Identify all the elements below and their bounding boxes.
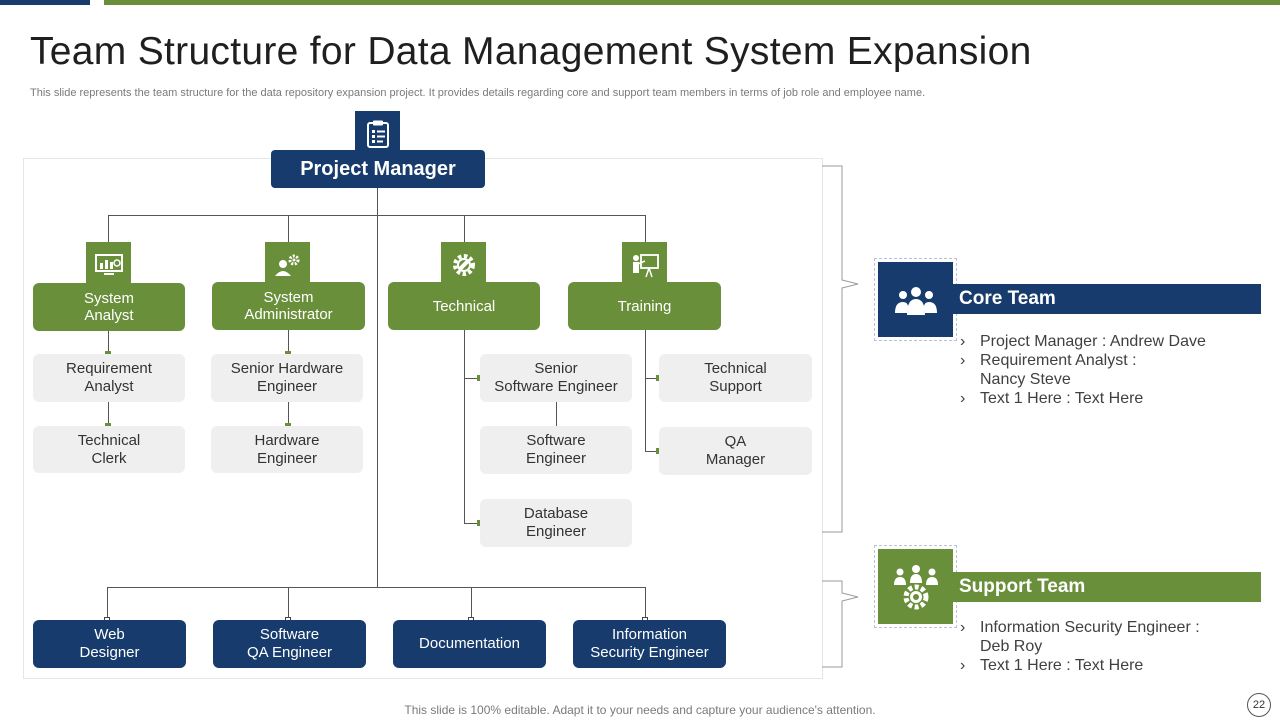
core-team-item: Project Manager : Andrew Dave <box>960 332 1260 351</box>
branch-node-system-analyst: System Analyst <box>33 283 185 331</box>
support-team-list: Information Security Engineer : Deb Roy … <box>960 618 1260 675</box>
clipboard-checklist-icon <box>355 111 400 156</box>
support-node-web-designer: Web Designer <box>33 620 186 668</box>
slide-footer: This slide is 100% editable. Adapt it to… <box>404 703 876 717</box>
child-node-requirement-analyst: Requirement Analyst <box>33 354 185 402</box>
gear-wrench-icon <box>441 242 486 287</box>
org-chart-panel <box>23 158 823 679</box>
child-node-database-engineer: Database Engineer <box>480 499 632 547</box>
team-gear-icon <box>874 545 957 628</box>
core-team-item: Requirement Analyst : Nancy Steve <box>960 351 1260 389</box>
team-group-icon <box>874 258 957 341</box>
top-accent-bar-green <box>104 0 1280 5</box>
support-node-documentation: Documentation <box>393 620 546 668</box>
core-team-item: Text 1 Here : Text Here <box>960 389 1260 408</box>
core-team-list: Project Manager : Andrew Dave Requiremen… <box>960 332 1260 408</box>
child-node-hardware-engineer: Hardware Engineer <box>211 426 363 473</box>
child-node-technical-support: Technical Support <box>659 354 812 402</box>
presentation-board-icon <box>622 242 667 287</box>
child-node-qa-manager: QA Manager <box>659 427 812 475</box>
support-team-item: Information Security Engineer : Deb Roy <box>960 618 1260 656</box>
support-node-software-qa-engineer: Software QA Engineer <box>213 620 366 668</box>
top-accent-bar-blue <box>0 0 90 5</box>
project-manager-node: Project Manager <box>271 150 485 188</box>
child-node-technical-clerk: Technical Clerk <box>33 426 185 473</box>
core-team-brace <box>822 165 859 533</box>
child-node-software-engineer: Software Engineer <box>480 426 632 474</box>
child-node-senior-hardware-engineer: Senior Hardware Engineer <box>211 354 363 402</box>
support-team-item: Text 1 Here : Text Here <box>960 656 1260 675</box>
core-team-header: Core Team <box>953 284 1261 314</box>
child-node-senior-software-engineer: Senior Software Engineer <box>480 354 632 402</box>
branch-node-system-administrator: System Administrator <box>212 282 365 330</box>
slide-subtitle: This slide represents the team structure… <box>30 87 926 99</box>
slide-title: Team Structure for Data Management Syste… <box>30 30 1032 73</box>
support-node-information-security-engineer: Information Security Engineer <box>573 620 726 668</box>
analytics-monitor-icon <box>86 242 131 287</box>
support-team-header: Support Team <box>953 572 1261 602</box>
branch-node-technical: Technical <box>388 282 540 330</box>
support-team-brace <box>822 580 859 668</box>
branch-node-training: Training <box>568 282 721 330</box>
user-gear-icon <box>265 242 310 287</box>
page-number: 22 <box>1247 693 1271 717</box>
